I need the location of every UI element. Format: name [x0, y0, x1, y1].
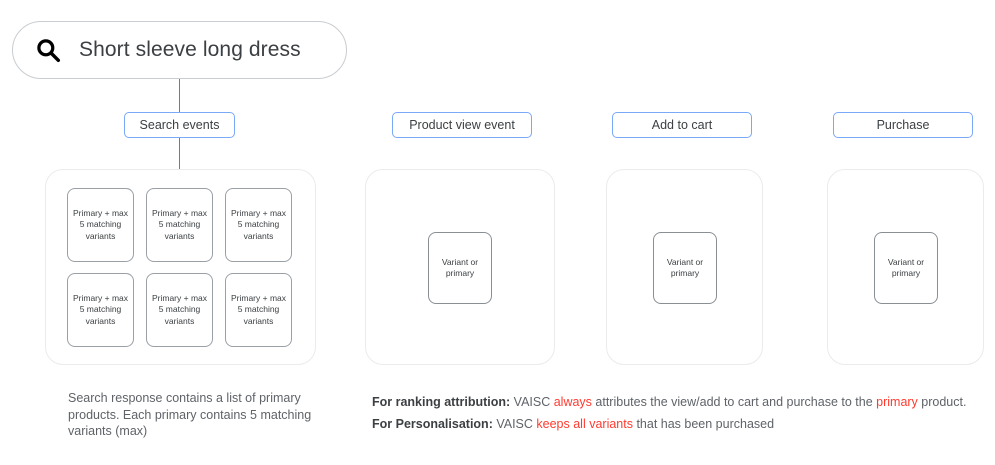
variant-or-primary-card[interactable]: Variant or primary: [428, 232, 492, 304]
caption-text-part: VAISC: [492, 417, 537, 431]
primary-product-card-label: Primary + max 5 matching variants: [151, 292, 208, 326]
primary-product-card-label: Primary + max 5 matching variants: [72, 292, 129, 326]
stage-label-text: Search events: [139, 118, 220, 132]
variant-or-primary-card-label: Variant or primary: [887, 256, 925, 279]
caption-text-part: product.: [917, 395, 967, 409]
search-box[interactable]: Short sleeve long dress: [12, 21, 347, 79]
variant-or-primary-card-label: Variant or primary: [666, 256, 704, 279]
stage-label-text: Product view event: [409, 118, 515, 132]
stage-label-text: Purchase: [876, 118, 930, 132]
caption-text-part: that has been purchased: [632, 417, 775, 431]
caption-text-part: attributes the view/add to cart and purc…: [591, 395, 877, 409]
stage-label-product-view-event[interactable]: Product view event: [392, 112, 532, 138]
caption-attribution-notes: For ranking attribution: VAISC always at…: [372, 391, 987, 435]
primary-product-card[interactable]: Primary + max 5 matching variants: [67, 273, 134, 347]
variant-or-primary-card[interactable]: Variant or primary: [874, 232, 938, 304]
primary-product-card-label: Primary + max 5 matching variants: [230, 207, 287, 241]
stage-label-text: Add to cart: [651, 118, 713, 132]
variant-or-primary-card[interactable]: Variant or primary: [653, 232, 717, 304]
panel-search-results: Primary + max 5 matching variants Primar…: [45, 169, 316, 365]
search-query-text: Short sleeve long dress: [79, 38, 301, 61]
caption-bold-prefix: For ranking attribution:: [372, 395, 511, 409]
variant-or-primary-card-label: Variant or primary: [441, 256, 479, 279]
primary-product-card-label: Primary + max 5 matching variants: [151, 207, 208, 241]
panel-add-to-cart: Variant or primary: [606, 169, 763, 365]
caption-highlight: primary: [876, 395, 918, 409]
primary-product-grid: Primary + max 5 matching variants Primar…: [61, 188, 298, 347]
panel-purchase: Variant or primary: [827, 169, 984, 365]
panel-product-view: Variant or primary: [365, 169, 555, 365]
primary-product-card[interactable]: Primary + max 5 matching variants: [225, 273, 292, 347]
connector-line-label-to-panel: [179, 138, 180, 169]
search-icon: [37, 39, 61, 63]
primary-product-card[interactable]: Primary + max 5 matching variants: [146, 273, 213, 347]
primary-product-card-label: Primary + max 5 matching variants: [230, 292, 287, 326]
primary-product-card[interactable]: Primary + max 5 matching variants: [225, 188, 292, 262]
stage-label-add-to-cart[interactable]: Add to cart: [612, 112, 752, 138]
caption-highlight: always: [553, 395, 592, 409]
primary-product-card[interactable]: Primary + max 5 matching variants: [67, 188, 134, 262]
caption-text-part: VAISC: [510, 395, 554, 409]
caption-row-ranking-attribution: For ranking attribution: VAISC always at…: [372, 391, 987, 413]
stage-label-purchase[interactable]: Purchase: [833, 112, 973, 138]
connector-line-search-to-label: [179, 79, 180, 113]
caption-search-response: Search response contains a list of prima…: [68, 391, 312, 438]
caption-row-personalisation: For Personalisation: VAISC keeps all var…: [372, 413, 987, 435]
caption-highlight: keeps all variants: [536, 417, 633, 431]
primary-product-card[interactable]: Primary + max 5 matching variants: [146, 188, 213, 262]
caption-bold-prefix: For Personalisation:: [372, 417, 493, 431]
primary-product-card-label: Primary + max 5 matching variants: [72, 207, 129, 241]
stage-label-search-events[interactable]: Search events: [124, 112, 235, 138]
